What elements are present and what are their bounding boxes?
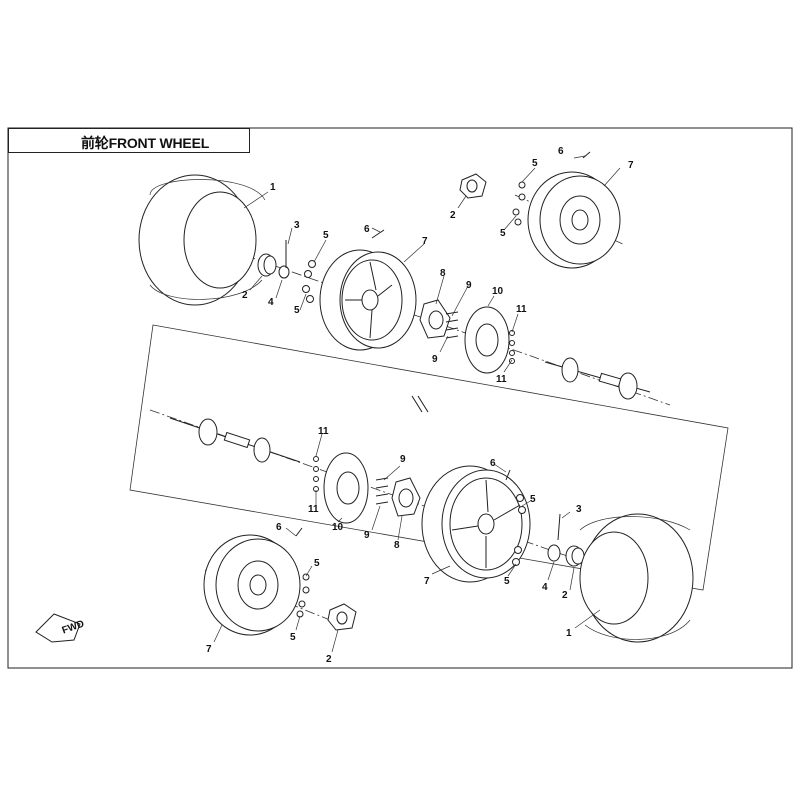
title-box: 前轮FRONT WHEEL (8, 128, 250, 153)
callout-lug-nut: 5 (530, 494, 536, 505)
hub-cap-lower-left (327, 603, 357, 631)
fwd-arrow-icon (35, 613, 81, 643)
lug-nuts-upper (302, 260, 316, 303)
callout-valve-stem: 6 (364, 224, 370, 235)
callout-brake-disc: 10 (492, 286, 504, 297)
callout-lug-nut: 5 (290, 632, 296, 643)
disc-bolts-lower (375, 477, 389, 505)
steel-rim-lower (203, 534, 301, 636)
valve-stem-lower-left (295, 527, 303, 537)
brake-disc-lower (323, 452, 369, 524)
diagram-frame (7, 127, 793, 669)
callout-disc-bolt: 9 (466, 280, 472, 291)
valve-stem-lower (505, 469, 511, 481)
leader-lines (213, 155, 621, 653)
wheel-hub-upper (419, 299, 451, 339)
callout-wheel-hub: 8 (440, 268, 446, 279)
drive-shaft-lower (169, 417, 301, 463)
callout-lug-nut: 5 (504, 576, 510, 587)
callout-disc-nut: 11 (496, 374, 507, 385)
callout-hub-cap: 2 (562, 590, 568, 601)
lug-nuts-lower-left (296, 573, 310, 618)
steel-rim-upper (527, 171, 621, 269)
callout-disc-nut: 11 (318, 426, 329, 437)
drive-shaft-upper (544, 357, 651, 400)
callout-valve-stem: 6 (558, 146, 564, 157)
castle-nut-lower (547, 513, 561, 562)
callout-disc-bolt: 9 (364, 530, 370, 541)
callout-lug-nut: 5 (314, 558, 320, 569)
callout-hub-cap: 2 (242, 290, 248, 301)
hub-cap-upper-right (459, 173, 487, 199)
callout-lug-nut: 5 (323, 230, 329, 241)
valve-stem-upper (371, 229, 385, 239)
castle-nut-upper (278, 240, 290, 279)
callouts: 1 2 3 4 5 5 6 7 8 9 9 10 11 11 6 7 5 5 2… (206, 146, 634, 665)
break-mark-1 (411, 395, 423, 413)
callout-cotter-pin: 3 (294, 220, 300, 231)
rim-upper (319, 249, 417, 351)
callout-disc-nut: 11 (516, 304, 527, 315)
axle-band (129, 324, 729, 591)
callout-rim: 7 (422, 236, 428, 247)
lug-nuts-upper-right (512, 181, 526, 226)
callout-hub-cap: 2 (450, 210, 456, 221)
disc-nuts-lower (313, 456, 319, 492)
callout-rim: 7 (206, 644, 212, 655)
page-title: 前轮FRONT WHEEL (81, 135, 210, 151)
callout-lug-nut: 5 (500, 228, 506, 239)
hub-cap-lower (565, 545, 585, 567)
lug-nuts-lower (512, 494, 526, 566)
callout-disc-bolt: 9 (400, 454, 406, 465)
wheel-hub-lower (391, 477, 421, 517)
disc-bolts-upper (445, 311, 459, 339)
callout-castle-nut: 4 (268, 297, 274, 308)
callout-lug-nut: 5 (532, 158, 538, 169)
callout-rim: 7 (628, 160, 634, 171)
callout-valve-stem: 6 (276, 522, 282, 533)
break-mark-2 (417, 395, 429, 413)
callout-hub-cap: 2 (326, 654, 332, 665)
tire-upper (138, 174, 266, 306)
hub-cap-upper (257, 253, 277, 277)
rim-lower (421, 465, 531, 583)
callout-rim: 7 (424, 576, 430, 587)
callout-tire: 1 (566, 628, 572, 639)
callout-valve-stem: 6 (490, 458, 496, 469)
callout-brake-disc: 10 (332, 522, 344, 533)
callout-castle-nut: 4 (542, 582, 548, 593)
brake-disc-upper (464, 306, 510, 374)
callout-disc-nut: 11 (308, 504, 319, 515)
valve-stem-upper-right (582, 151, 591, 159)
callout-tire: 1 (270, 182, 276, 193)
disc-nuts-upper (509, 330, 515, 364)
callout-disc-bolt: 9 (432, 354, 438, 365)
callout-cotter-pin: 3 (576, 504, 582, 515)
tire-lower (579, 513, 694, 643)
callout-lug-nut: 5 (294, 305, 300, 316)
callout-wheel-hub: 8 (394, 540, 400, 551)
